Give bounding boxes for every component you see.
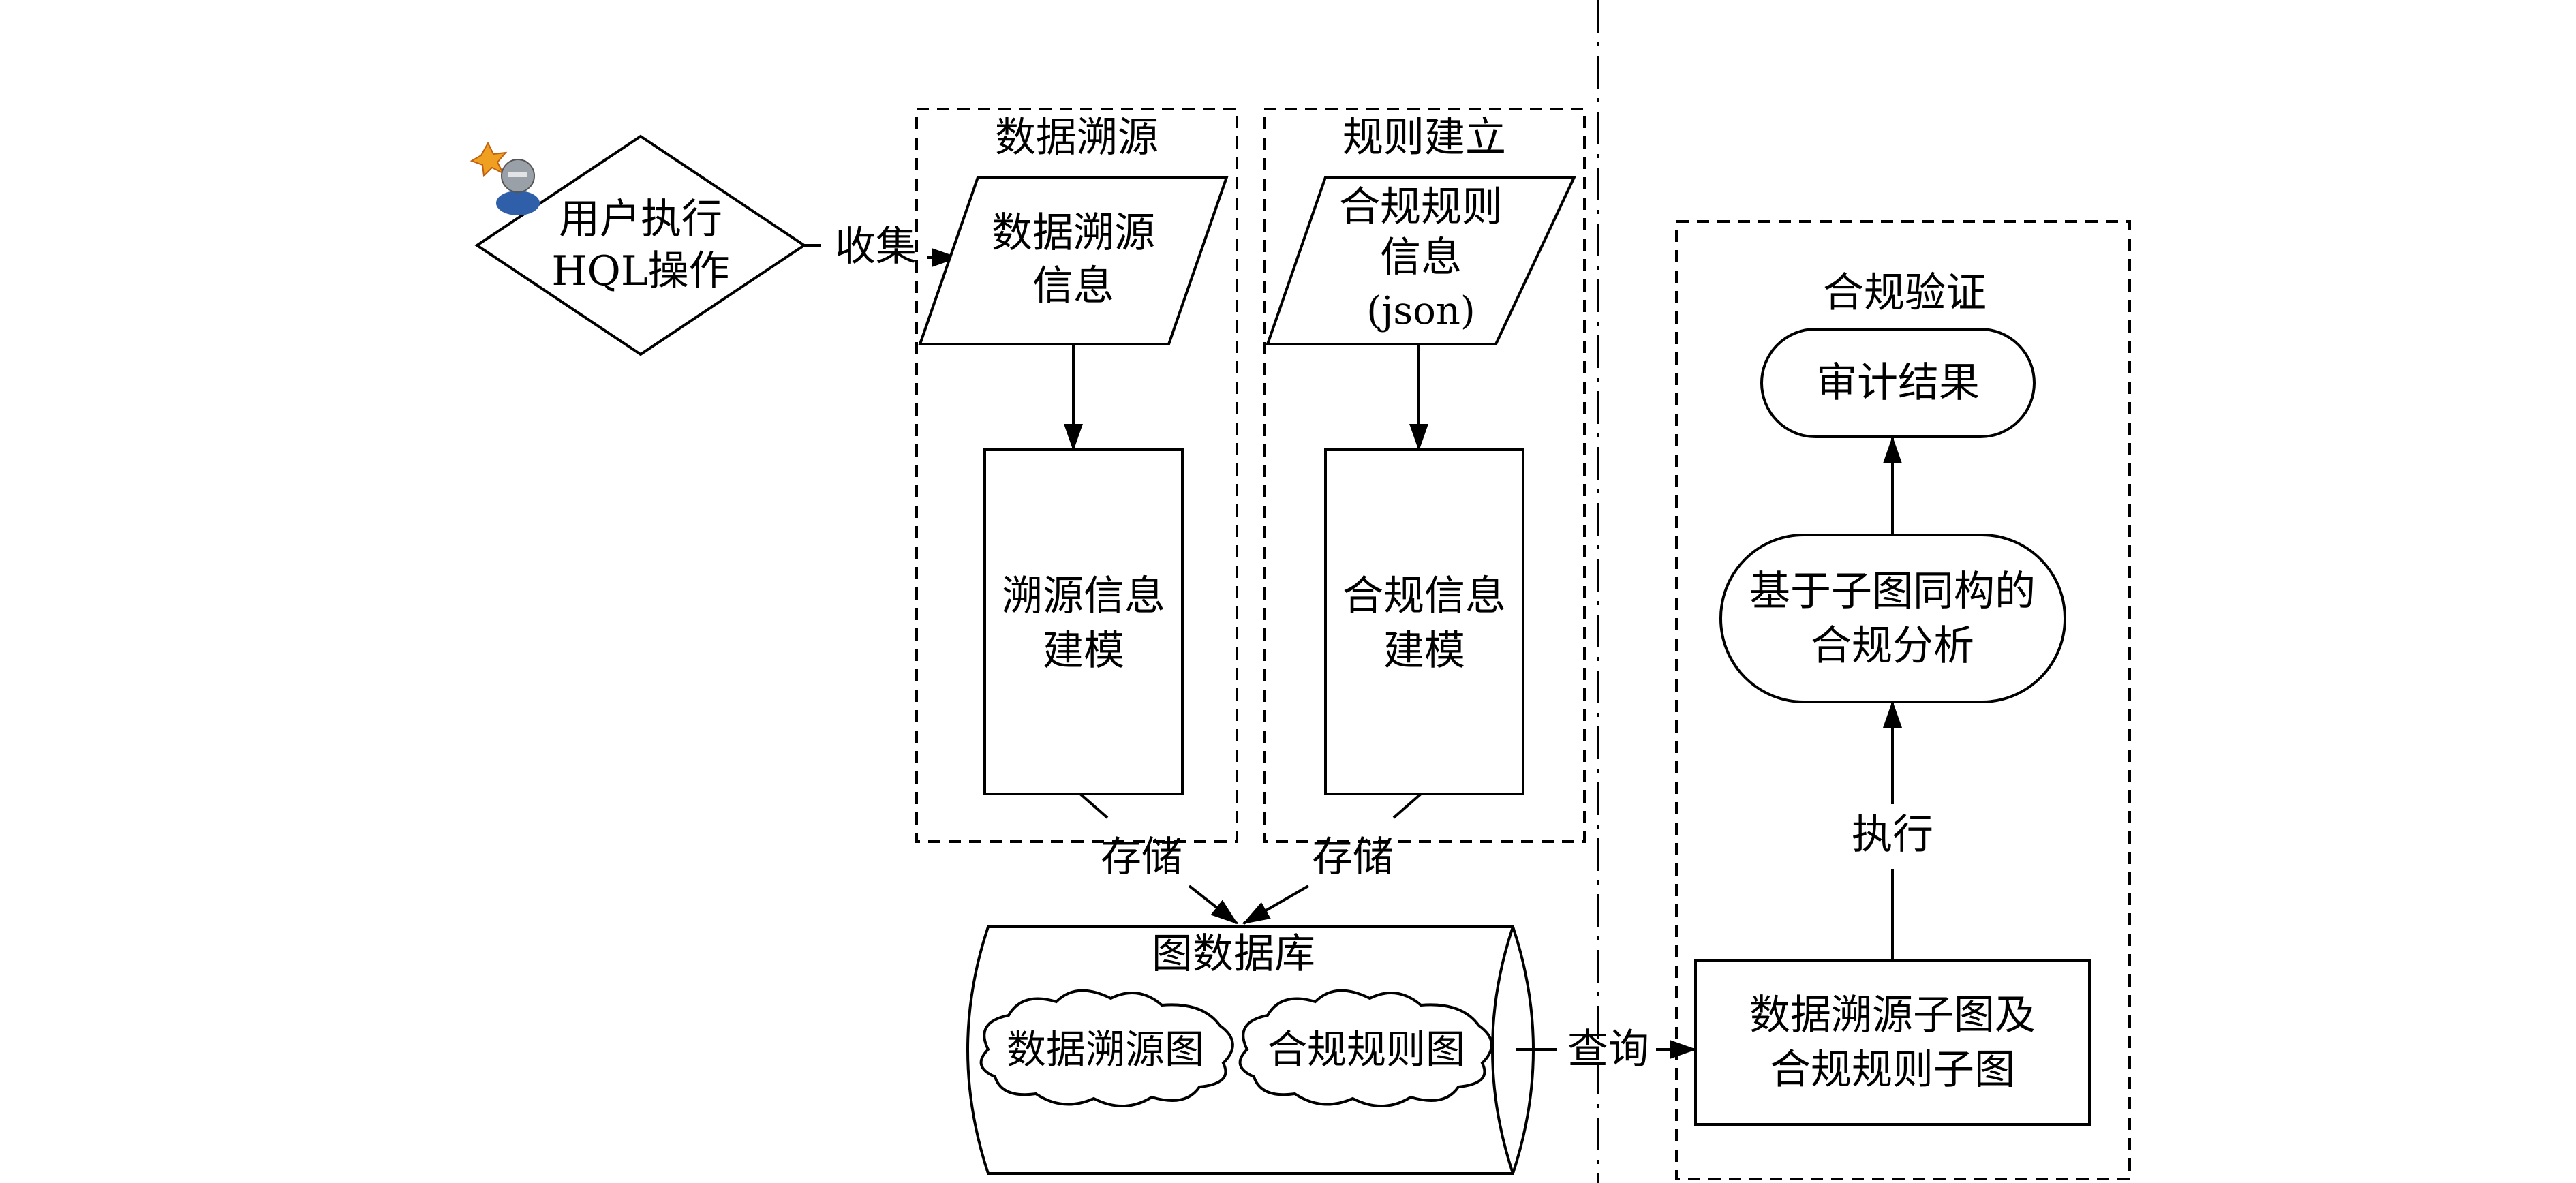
prov-graph-label: 数据溯源图 xyxy=(1007,1026,1204,1073)
rule-info-label-3: (json) xyxy=(1366,289,1475,333)
group-verify-title: 合规验证 xyxy=(1823,269,1987,317)
audit-label: 审计结果 xyxy=(1816,359,1980,407)
analysis-label-1: 基于子图同构的 xyxy=(1749,568,2036,615)
user-op-label-1: 用户执行 xyxy=(559,196,722,243)
user-op-label-2: HQL操作 xyxy=(551,247,729,295)
subgraphs-label-1: 数据溯源子图及 xyxy=(1749,992,2036,1039)
edge-store-left-arrow xyxy=(1188,885,1238,925)
analysis-box xyxy=(1719,534,2066,703)
group-provenance-box xyxy=(915,108,1238,843)
rule-model-box xyxy=(1324,448,1524,795)
rule-info-parallelogram xyxy=(1266,176,1577,345)
group-rules-box xyxy=(1263,108,1586,843)
prov-graph-cloud xyxy=(979,989,1234,1107)
prov-model-label-2: 建模 xyxy=(1043,627,1124,675)
user-alert-icon xyxy=(470,141,540,215)
prov-info-label-1: 数据溯源 xyxy=(992,209,1155,257)
audit-box xyxy=(1760,328,2036,438)
edge-execute-label: 执行 xyxy=(1852,811,1933,859)
edge-collect-label: 收集 xyxy=(835,223,917,271)
subgraphs-box xyxy=(1694,959,2091,1126)
group-rules-title: 规则建立 xyxy=(1343,114,1506,162)
rule-info-label-1: 合规规则 xyxy=(1339,183,1503,231)
analysis-label-2: 合规分析 xyxy=(1811,622,1974,670)
rule-graph-cloud xyxy=(1238,989,1493,1107)
prov-info-label-2: 信息 xyxy=(1032,262,1114,310)
edge-store-right-arrow xyxy=(1242,885,1310,925)
rule-info-label-2: 信息 xyxy=(1380,234,1462,281)
rule-graph-label: 合规规则图 xyxy=(1268,1026,1465,1073)
edge-store-left-label: 存储 xyxy=(1101,833,1182,881)
edge-store-left-line xyxy=(1079,793,1109,819)
group-verify-box xyxy=(1675,220,2131,1180)
graph-db-label: 图数据库 xyxy=(1152,930,1315,978)
rule-model-label-1: 合规信息 xyxy=(1343,572,1506,620)
group-provenance-title: 数据溯源 xyxy=(995,114,1159,162)
rule-model-label-2: 建模 xyxy=(1383,627,1465,675)
prov-model-box xyxy=(983,448,1184,795)
subgraphs-label-2: 合规规则子图 xyxy=(1770,1046,2015,1094)
prov-model-label-1: 溯源信息 xyxy=(1002,572,1165,620)
prov-info-parallelogram xyxy=(918,176,1229,345)
edge-store-right-line xyxy=(1392,793,1422,819)
edge-store-right-label: 存储 xyxy=(1312,833,1394,881)
edge-query-label: 查询 xyxy=(1567,1026,1649,1073)
